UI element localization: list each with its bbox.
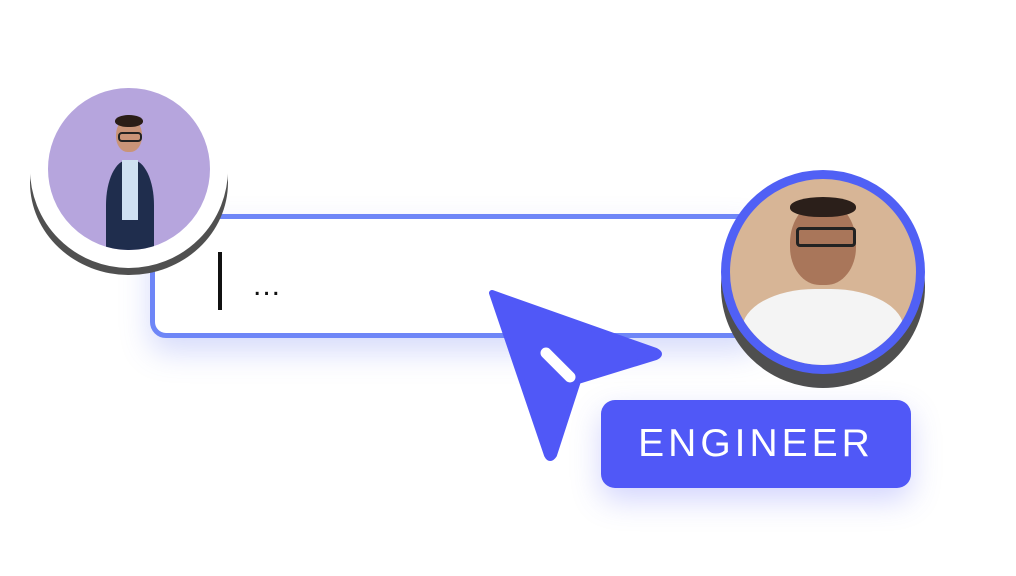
text-caret <box>218 252 222 310</box>
role-badge: ENGINEER <box>601 400 911 488</box>
avatar-photo-man-white-shirt <box>721 170 925 374</box>
input-value: ... <box>253 269 282 302</box>
avatar-right <box>721 170 925 390</box>
avatar-photo-man-suit <box>30 70 228 268</box>
pointer-arrow-icon <box>489 290 662 461</box>
text-input[interactable]: ... <box>150 214 760 338</box>
avatar-left <box>30 70 230 275</box>
